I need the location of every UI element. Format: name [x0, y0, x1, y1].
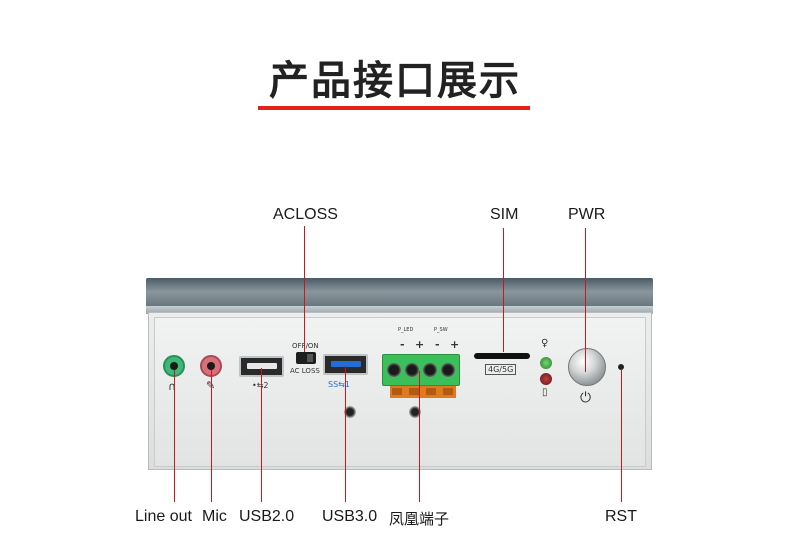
leader-phoenix [419, 371, 420, 502]
label-usb20: USB2.0 [239, 508, 295, 525]
leader-acloss [304, 226, 305, 352]
terminal-minus-1: - [400, 338, 405, 351]
power-button[interactable] [568, 348, 606, 386]
panel-screw-right [409, 406, 421, 418]
status-led-green [540, 357, 552, 369]
leader-line-out [174, 370, 175, 502]
leader-usb3 [345, 366, 346, 502]
terminal-minus-2: - [435, 338, 440, 351]
page-title: 产品接口展示 [269, 58, 521, 104]
leader-usb2 [261, 368, 262, 502]
sim-marking: 4G/5G [485, 364, 517, 375]
lightbulb-icon: ♀ [541, 338, 549, 349]
off-on-marking: OFF/ON [292, 342, 319, 350]
terminal-plus-2: + [450, 338, 460, 351]
leader-mic [211, 370, 212, 502]
title-underline [258, 106, 530, 110]
label-acloss: ACLOSS [273, 206, 338, 223]
status-led-red [540, 373, 552, 385]
power-icon: ⏻ [580, 390, 592, 406]
leader-pwr [585, 228, 586, 372]
p-sw-marking: P_SW [434, 327, 448, 333]
label-sim: SIM [490, 206, 519, 223]
disk-icon: ▯ [542, 387, 548, 398]
label-mic: Mic [202, 508, 227, 525]
p-led-marking: P_LED [398, 327, 414, 333]
label-line-out: Line out [135, 508, 192, 525]
device-top-edge [146, 306, 653, 314]
usb3-marking: SS⇆1 [328, 380, 350, 389]
label-rst: RST [605, 508, 637, 525]
phoenix-terminal-base [390, 386, 456, 398]
acloss-switch[interactable] [296, 352, 316, 364]
headphone-icon: ∩ [168, 380, 177, 393]
microphone-icon: ✎ [206, 379, 215, 392]
label-pwr: PWR [568, 206, 606, 223]
sim-slot[interactable] [474, 353, 530, 359]
label-phoenix-terminal: 凤凰端子 [389, 510, 450, 528]
phoenix-terminal[interactable] [382, 354, 460, 386]
usb2-marking: •⇆2 [252, 381, 269, 390]
leader-sim [503, 228, 504, 352]
ac-loss-marking: AC LOSS [290, 367, 320, 375]
panel-screw-left [344, 406, 356, 418]
leader-rst [621, 369, 622, 502]
terminal-plus-1: + [415, 338, 425, 351]
label-usb30: USB3.0 [322, 508, 378, 525]
reset-button[interactable] [618, 364, 624, 370]
